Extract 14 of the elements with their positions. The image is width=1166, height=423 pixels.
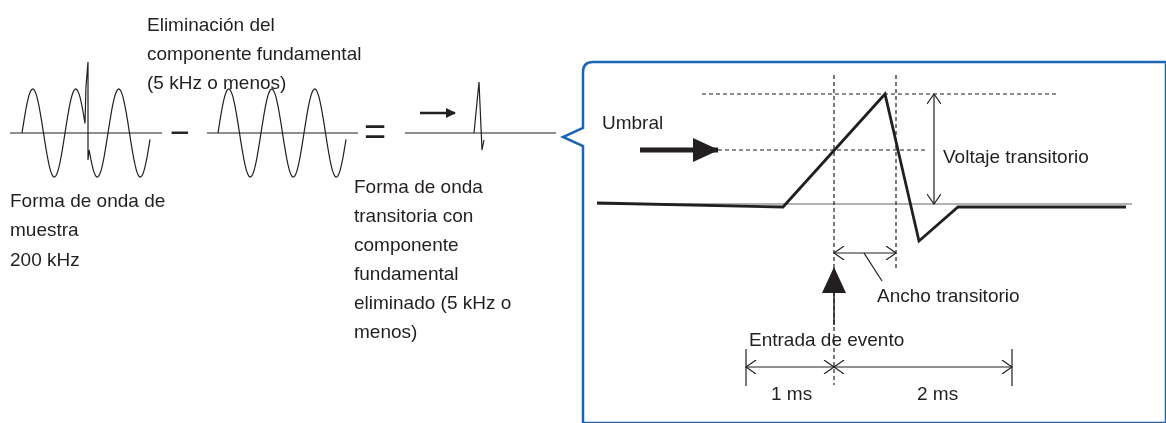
waveform-caption: Forma de onda transitoria con componente fundamental eliminado (5 kHz o menos) xyxy=(354,175,513,344)
dimension-label: 1 ms xyxy=(771,382,813,406)
frequency-label: 200 kHz xyxy=(10,248,80,272)
dimension-label: 2 ms xyxy=(917,382,959,406)
dimension-line xyxy=(833,245,897,261)
threshold-label: Umbral xyxy=(602,111,664,135)
event-input-label: Entrada de evento xyxy=(749,328,905,352)
voltage-label: Voltaje transitorio xyxy=(943,145,1089,169)
annotation-text: Eliminación del componente fundamental (5 kHz o menos) xyxy=(147,13,363,95)
leader-line xyxy=(863,252,883,282)
equals-sign: = xyxy=(364,112,387,152)
minus-sign: − xyxy=(170,112,190,152)
waveform-caption: Forma de onda de muestra xyxy=(10,189,167,242)
width-label: Ancho transitorio xyxy=(877,281,1020,310)
